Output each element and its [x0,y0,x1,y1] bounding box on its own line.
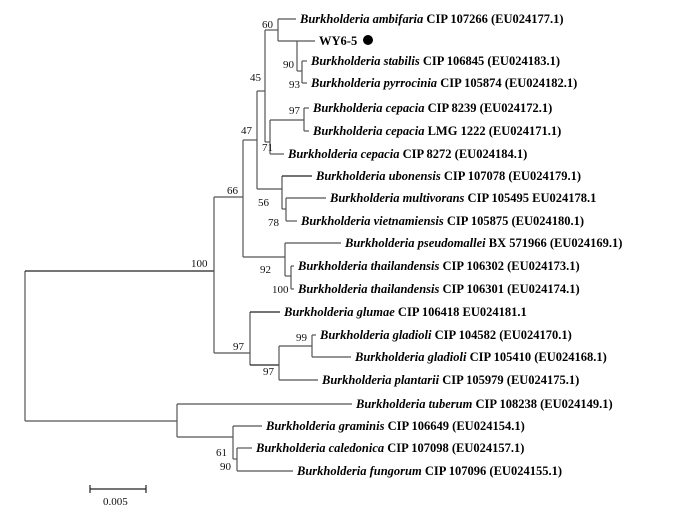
leaf-label: Burkholderia ambifaria CIP 107266 (EU024… [299,12,564,26]
bootstrap-value: 100 [191,258,208,270]
leaf-label: Burkholderia cepacia CIP 8239 (EU024172.… [312,101,552,115]
bootstrap-value: 56 [258,197,270,209]
bootstrap-value: 45 [250,72,262,84]
leaf-label: Burkholderia gladioli CIP 105410 (EU0241… [354,350,607,364]
leaf-label: Burkholderia thailandensis CIP 106301 (E… [297,282,580,296]
bootstrap-value: 90 [220,461,232,473]
leaf-label: Burkholderia tuberum CIP 108238 (EU02414… [355,397,613,411]
leaf-label: Burkholderia vietnamiensis CIP 105875 (E… [300,214,584,228]
bootstrap-value: 61 [216,447,227,459]
leaf-label: Burkholderia caledonica CIP 107098 (EU02… [255,441,524,455]
bootstrap-value: 78 [268,217,280,229]
leaf-label: Burkholderia ubonensis CIP 107078 (EU024… [315,169,581,183]
leaf-label: Burkholderia cepacia LMG 1222 (EU024171.… [312,124,561,138]
bootstrap-value: 93 [289,79,301,91]
leaf-label: Burkholderia glumae CIP 106418 EU024181.… [283,305,527,319]
bootstrap-value: 71 [262,142,273,154]
leaf-label-query: WY6-5 [319,34,357,48]
bootstrap-value: 90 [283,59,295,71]
leaf-label: Burkholderia stabilis CIP 106845 (EU0241… [310,54,560,68]
scale-bar: 0.005 [89,485,147,508]
scale-bar-label: 0.005 [103,496,128,508]
bootstrap-values: 60 90 93 45 97 71 47 66 56 78 100 92 100… [191,19,308,473]
leaf-label: Burkholderia cepacia CIP 8272 (EU024184.… [287,147,527,161]
leaf-label: Burkholderia gladioli CIP 104582 (EU0241… [319,328,572,342]
bootstrap-value: 47 [241,125,253,137]
bootstrap-value: 97 [233,341,245,353]
leaf-label: Burkholderia pseudomallei BX 571966 (EU0… [344,236,622,250]
bootstrap-value: 100 [272,284,289,296]
leaf-label: Burkholderia pyrrocinia CIP 105874 (EU02… [310,76,577,90]
leaf-label: Burkholderia multivorans CIP 105495 EU02… [329,191,596,205]
bootstrap-value: 97 [289,105,301,117]
query-marker-circle [363,35,373,45]
bootstrap-value: 92 [260,264,271,276]
bootstrap-value: 99 [296,332,308,344]
bootstrap-value: 66 [227,185,239,197]
bootstrap-value: 60 [262,19,274,31]
leaf-label: Burkholderia graminis CIP 106649 (EU0241… [265,419,525,433]
bootstrap-value: 97 [263,366,275,378]
leaf-label: Burkholderia fungorum CIP 107096 (EU0241… [296,464,562,478]
tree-branches [24,18,352,472]
leaf-label: Burkholderia thailandensis CIP 106302 (E… [297,259,580,273]
leaf-labels: Burkholderia ambifaria CIP 107266 (EU024… [255,12,622,478]
leaf-label: Burkholderia plantarii CIP 105979 (EU024… [321,373,579,387]
